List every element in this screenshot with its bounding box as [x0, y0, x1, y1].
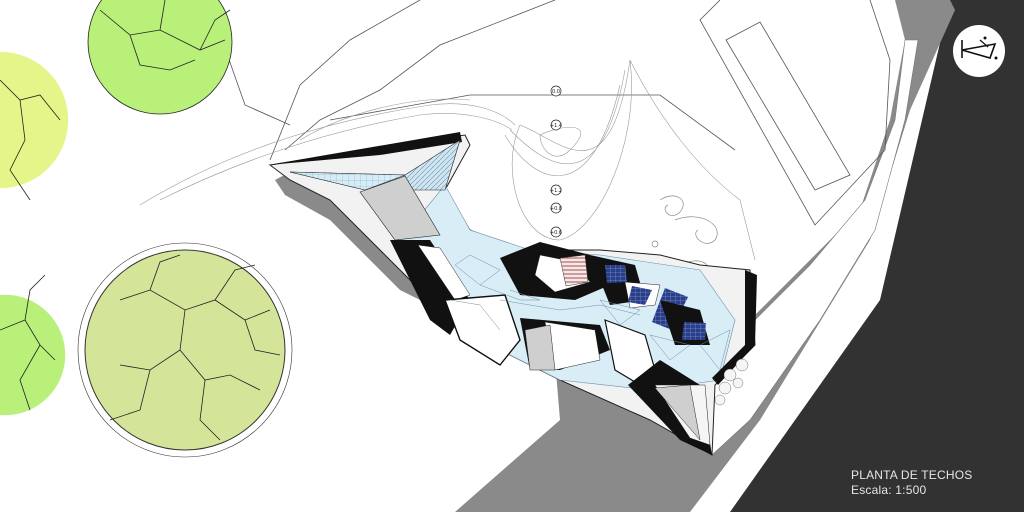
level-label: +0.6	[550, 230, 562, 236]
level-label: +1.4	[550, 123, 562, 129]
tree-canopy	[87, 0, 233, 115]
level-label: +1.2	[550, 188, 562, 194]
level-label: 0.0	[552, 89, 560, 95]
level-markers: 0.0 +1.4 +1.2 +0.8 +0.6	[550, 85, 562, 238]
level-marker: +0.8	[550, 202, 562, 214]
north-arrow-icon	[961, 42, 997, 59]
rocks	[714, 358, 749, 406]
level-marker: +1.4	[550, 119, 562, 131]
drawing-scale: Escala: 1:500	[851, 483, 927, 497]
building-roof	[268, 132, 757, 456]
solar-panel	[605, 265, 627, 283]
pier	[712, 270, 757, 385]
terrain-contours	[139, 59, 756, 261]
level-marker: 0.0	[550, 85, 562, 97]
tree-canopy	[0, 51, 69, 189]
drawing-title: PLANTA DE TECHOS	[851, 468, 973, 482]
drawing-caption: PLANTA DE TECHOS Escala: 1:500	[851, 468, 972, 498]
north-arrow	[953, 25, 1005, 77]
trees	[0, 0, 293, 458]
level-marker: +1.2	[550, 184, 562, 196]
site-lines	[119, 0, 891, 226]
solar-panel-red	[559, 254, 589, 287]
level-label: +0.8	[550, 206, 562, 212]
solar-panel	[628, 286, 652, 305]
solar-panel	[682, 322, 706, 340]
sea-area	[730, 0, 1024, 512]
level-marker: +0.6	[550, 226, 562, 238]
tree-canopy	[0, 294, 66, 416]
tree-canopy	[84, 249, 286, 451]
